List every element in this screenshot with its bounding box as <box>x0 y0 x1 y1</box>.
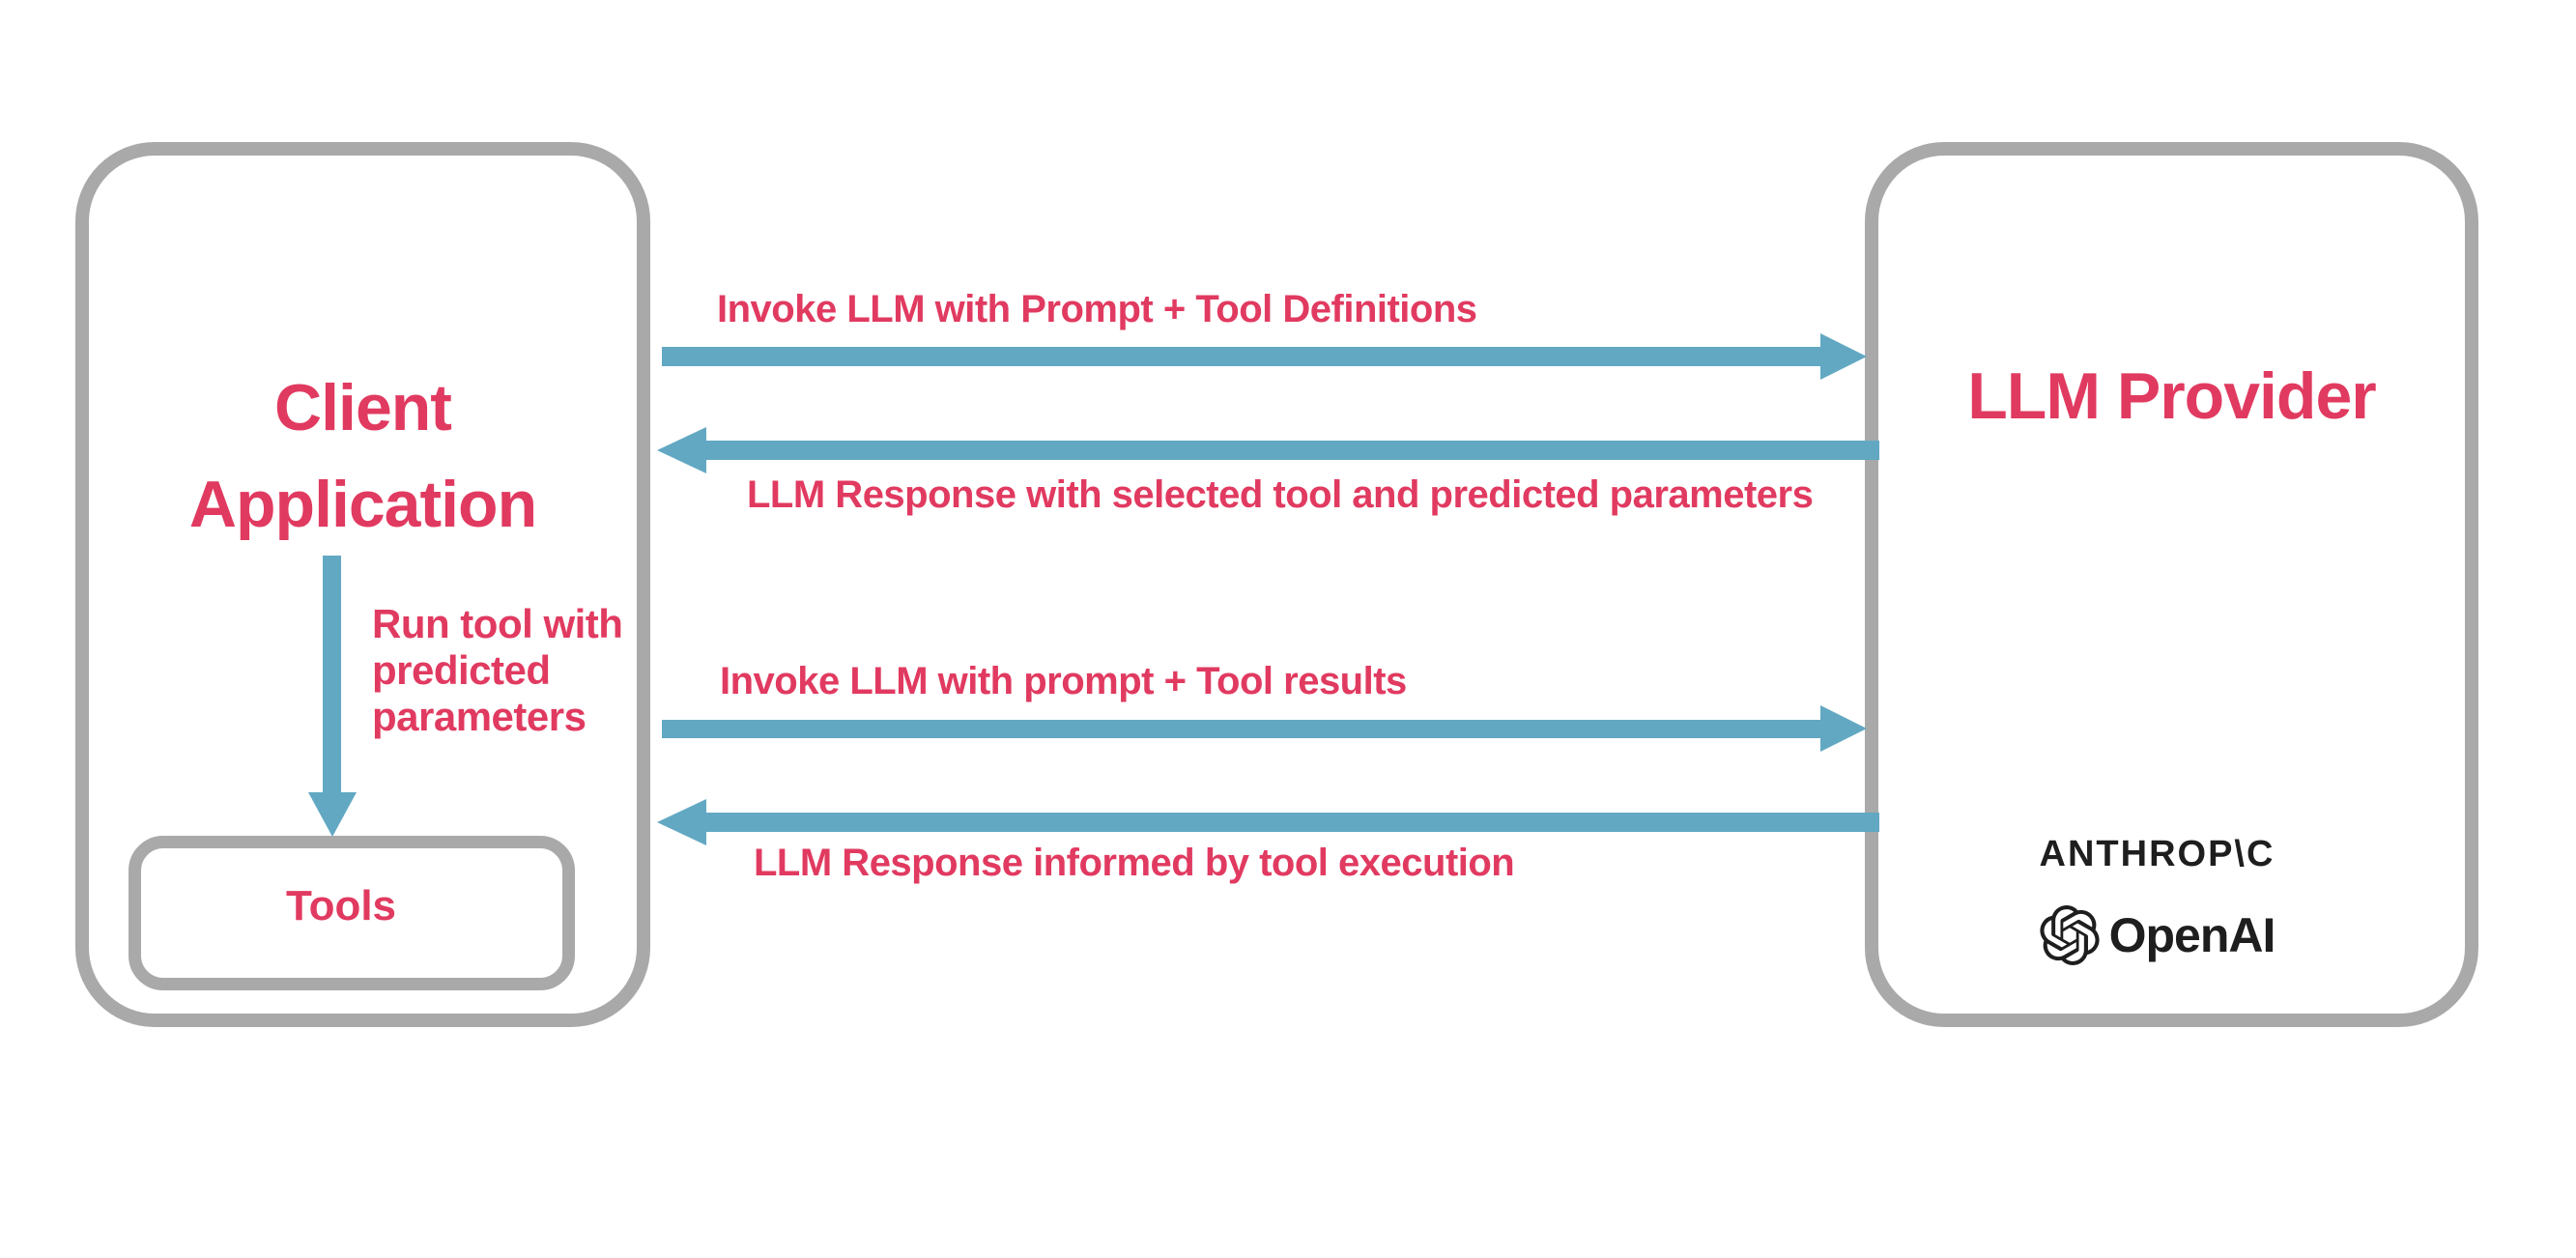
client-application-title: Client Application <box>188 371 537 541</box>
arrow-right-icon <box>1820 333 1867 380</box>
arrow-right-icon <box>1820 705 1867 752</box>
arrow-left-icon <box>657 427 706 473</box>
flow-label-invoke-llm-definitions: Invoke LLM with Prompt + Tool Definition… <box>717 288 1477 330</box>
flow-arrow-4-shaft <box>706 813 1879 832</box>
flow-label-llm-response-tool-execution: LLM Response informed by tool execution <box>754 842 1515 884</box>
run-tool-arrow-shaft <box>323 556 341 792</box>
llm-provider-box <box>1865 142 2478 1027</box>
tools-label: Tools <box>285 882 397 929</box>
anthropic-logo: ANTHROP\C <box>2039 834 2275 874</box>
openai-wordmark: OpenAI <box>2108 908 2276 962</box>
arrow-left-icon <box>657 799 706 845</box>
tools-box <box>129 836 575 990</box>
flow-label-invoke-llm-results: Invoke LLM with prompt + Tool results <box>720 660 1407 702</box>
flow-label-llm-response-selected-tool: LLM Response with selected tool and pred… <box>747 473 1814 516</box>
run-tool-label: Run tool with predicted parameters <box>372 601 623 739</box>
openai-logo: OpenAI <box>1995 902 2319 968</box>
llm-provider-title: LLM Provider <box>1967 359 2377 433</box>
flow-arrow-3-shaft <box>662 720 1820 738</box>
flow-arrow-1-shaft <box>662 347 1820 366</box>
arrow-down-icon <box>308 792 357 837</box>
openai-logo-icon <box>2040 905 2100 965</box>
flow-arrow-2-shaft <box>706 441 1879 460</box>
